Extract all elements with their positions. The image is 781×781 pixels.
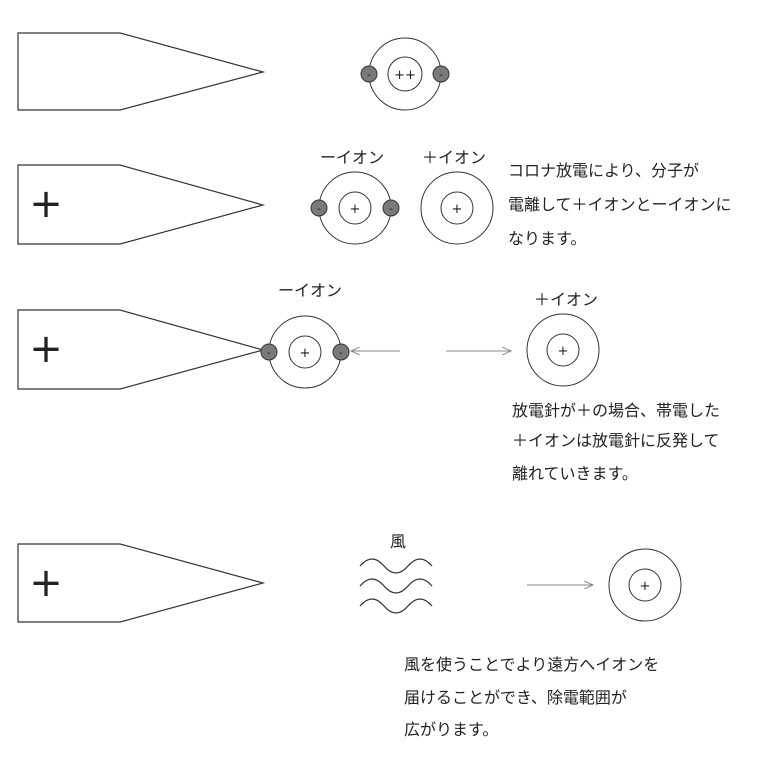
neutral-molecule: ++ - - <box>360 37 450 111</box>
wind-wave <box>359 558 433 574</box>
description-line: コロナ放電により、分子が <box>508 161 699 180</box>
electron-charge-label: - <box>367 68 371 81</box>
description-line: ＋イオンは放電針に反発して <box>512 431 720 450</box>
repulsion-description: 放電針が＋の場合、帯電した ＋イオンは放電針に反発して 離れていきます。 <box>512 401 720 483</box>
nucleus-charge-label: + <box>640 579 651 594</box>
negative-ion: + - - <box>310 171 400 245</box>
electron-charge-label: - <box>317 202 321 215</box>
negative-ion-label: ーイオン <box>320 148 384 167</box>
electron-right <box>432 65 450 83</box>
wind-wave <box>359 578 433 594</box>
electron-left <box>360 65 378 83</box>
description-line: 電離して＋イオンとーイオンに <box>508 195 732 214</box>
discharge-needle <box>17 32 266 111</box>
nucleus-charge-label: ++ <box>394 68 416 83</box>
electron-right <box>332 343 350 361</box>
description-line: なります。 <box>508 229 586 248</box>
electron-charge-label: - <box>339 346 343 359</box>
ion-nucleus <box>288 335 322 369</box>
wind-wave <box>359 598 433 614</box>
electron-right <box>382 199 400 217</box>
panel-repulsion: + ーイオン + - - ＋イオン + 放電針が＋の場合、帯電した ＋イオンは放… <box>17 281 720 483</box>
discharge-needle <box>17 309 266 390</box>
ion-orbit <box>608 548 682 622</box>
electron-charge-label: - <box>439 68 443 81</box>
nucleus-charge-label: + <box>452 202 463 217</box>
wind-waves <box>359 558 433 614</box>
description-line: 放電針が＋の場合、帯電した <box>512 401 720 420</box>
nucleus-charge-label: + <box>558 344 569 359</box>
negative-ion-label: ーイオン <box>278 281 342 300</box>
ion-nucleus <box>628 568 662 602</box>
positive-ion-label: ＋イオン <box>534 290 598 309</box>
ion-nucleus <box>338 191 372 225</box>
ionization-description: コロナ放電により、分子が 電離して＋イオンとーイオンに なります。 <box>508 161 732 248</box>
wind-description: 風を使うことでより遠方へイオンを 届けることができ、除電範囲が 広がります。 <box>404 655 659 739</box>
wind-label: 風 <box>390 532 406 551</box>
ion-nucleus <box>546 333 580 367</box>
positive-ion: + <box>420 171 494 245</box>
electron-left <box>260 343 278 361</box>
description-line: 広がります。 <box>404 720 498 739</box>
negative-ion: + - - <box>260 315 350 389</box>
positive-ion: + <box>526 313 600 387</box>
panel-ionization: + ーイオン + - - ＋イオン + コロナ放電により、分子が 電離して＋イオ… <box>17 148 732 248</box>
description-line: 風を使うことでより遠方へイオンを <box>404 655 659 674</box>
needle-charge-plus: + <box>29 560 63 606</box>
molecule-nucleus <box>387 56 423 92</box>
positive-ion: + <box>608 548 682 622</box>
nucleus-charge-label: + <box>300 346 311 361</box>
description-line: 届けることができ、除電範囲が <box>404 688 627 707</box>
panel-wind: + 風 + 風を使うことでより遠方へイオンを 届けることができ、除電範囲が 広が… <box>17 532 682 739</box>
electron-charge-label: - <box>389 202 393 215</box>
ion-nucleus <box>440 191 474 225</box>
discharge-needle <box>17 543 266 623</box>
needle-charge-plus: + <box>29 326 63 372</box>
needle-charge-plus: + <box>29 181 63 227</box>
panel-neutral-molecule: ++ - - <box>17 32 450 111</box>
electron-left <box>310 199 328 217</box>
nucleus-charge-label: + <box>350 202 361 217</box>
discharge-needle <box>17 164 266 245</box>
positive-ion-label: ＋イオン <box>422 148 486 167</box>
ion-orbit <box>420 171 494 245</box>
description-line: 離れていきます。 <box>512 464 638 483</box>
electron-charge-label: - <box>267 346 271 359</box>
ion-orbit <box>526 313 600 387</box>
